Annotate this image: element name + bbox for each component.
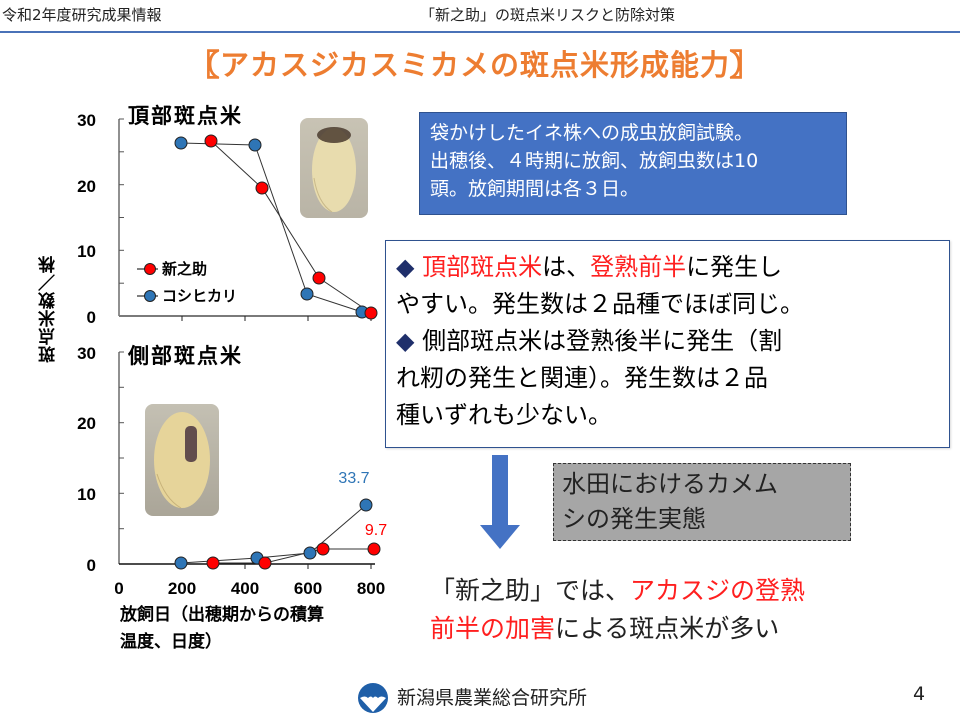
next-topic-box: 水田におけるカメム シの発生実態 bbox=[553, 463, 851, 541]
finding-1-line-2: やすい。発生数は２品種でほぼ同じ。 bbox=[396, 290, 804, 318]
svg-text:200: 200 bbox=[168, 579, 196, 595]
apical-spotted-rice-photo bbox=[300, 118, 368, 218]
page-number: 4 bbox=[913, 683, 926, 705]
x-axis-label-line1: 放飼日（出穂期からの積算 bbox=[120, 605, 324, 625]
finding-2-line-3: 種いずれも少ない。 bbox=[396, 401, 612, 429]
bottom-panel-title: 側部斑点米 bbox=[128, 344, 243, 368]
conclusion-line-2: 前半の加害による斑点米が多い bbox=[430, 614, 780, 643]
top-panel-title: 頂部斑点米 bbox=[128, 104, 243, 128]
findings-box: ◆ 頂部斑点米は、登熟前半に発生し やすい。発生数は２品種でほぼ同じ。 ◆ 側部… bbox=[385, 240, 950, 448]
svg-text:0: 0 bbox=[87, 308, 96, 327]
header-center-text: 「新之助」の斑点米リスクと防除対策 bbox=[420, 6, 676, 24]
info-line-3: 頭。放飼期間は各３日。 bbox=[430, 178, 640, 200]
finding-2-line-2: れ籾の発生と関連）。発生数は２品 bbox=[396, 364, 768, 392]
svg-text:0: 0 bbox=[114, 579, 123, 595]
experiment-info-box: 袋かけしたイネ株への成虫放飼試験。 出穂後、４時期に放飼、放飼虫数は10 頭。放… bbox=[419, 112, 847, 215]
svg-text:10: 10 bbox=[77, 485, 96, 504]
institute-logo-icon bbox=[358, 683, 388, 713]
diamond-bullet-icon: ◆ bbox=[396, 253, 415, 281]
next-topic-line-1: 水田におけるカメム bbox=[562, 470, 778, 498]
svg-text:30: 30 bbox=[77, 344, 96, 363]
conclusion-line-1: 「新之助」では、アカスジの登熟 bbox=[430, 576, 806, 605]
next-topic-line-2: シの発生実態 bbox=[562, 505, 706, 533]
rice-grain-icon bbox=[154, 412, 210, 509]
svg-text:30: 30 bbox=[77, 111, 96, 130]
spotted-rice-chart: 30 20 10 0 bbox=[77, 111, 387, 595]
diamond-bullet-icon: ◆ bbox=[396, 327, 415, 355]
header-left-text: 令和2年度研究成果情報 bbox=[2, 6, 162, 24]
x-axis-label-line2: 温度、日度） bbox=[120, 632, 222, 652]
rice-grain-icon bbox=[312, 127, 356, 213]
finding-2-line-1: ◆ 側部斑点米は登熟後半に発生（割 bbox=[396, 327, 783, 355]
title-close-bracket: 〗 bbox=[730, 48, 761, 83]
top-panel: 30 20 10 0 bbox=[77, 111, 378, 327]
svg-text:10: 10 bbox=[77, 242, 96, 261]
conclusion-text: 「新之助」では、アカスジの登熟 前半の加害による斑点米が多い bbox=[430, 572, 805, 648]
svg-text:33.7: 33.7 bbox=[338, 470, 369, 487]
svg-text:400: 400 bbox=[231, 579, 259, 595]
svg-text:800: 800 bbox=[357, 579, 385, 595]
down-arrow-icon bbox=[480, 455, 520, 549]
organization-name: 新潟県農業総合研究所 bbox=[397, 687, 588, 709]
header-divider bbox=[0, 31, 960, 33]
y-axis-label: 斑点米数／株 bbox=[39, 255, 59, 363]
slide-title: 〖アカスジカスミカメの斑点米形成能力〗 bbox=[189, 42, 761, 84]
finding-1-line-1: ◆ 頂部斑点米は、登熟前半に発生し bbox=[396, 253, 783, 281]
lateral-spotted-rice-photo bbox=[145, 404, 219, 516]
x-axis-label: 放飼日（出穂期からの積算 温度、日度） bbox=[120, 602, 324, 656]
title-text: アカスジカスミカメの斑点米形成能力 bbox=[220, 48, 731, 82]
svg-text:20: 20 bbox=[77, 414, 96, 433]
legend-koshihikari: コシヒカリ bbox=[162, 287, 238, 305]
svg-text:20: 20 bbox=[77, 177, 96, 196]
svg-text:600: 600 bbox=[294, 579, 322, 595]
legend-shinnosuke: 新之助 bbox=[162, 260, 208, 278]
svg-text:0: 0 bbox=[87, 556, 96, 575]
svg-text:9.7: 9.7 bbox=[365, 522, 387, 539]
title-open-bracket: 〖 bbox=[189, 48, 221, 83]
info-line-2: 出穂後、４時期に放飼、放飼虫数は10 bbox=[430, 150, 759, 172]
bottom-panel: 30 20 10 0 0 200 400 600 800 33.7 9.7 bbox=[77, 344, 387, 595]
info-line-1: 袋かけしたイネ株への成虫放飼試験。 bbox=[430, 122, 754, 144]
